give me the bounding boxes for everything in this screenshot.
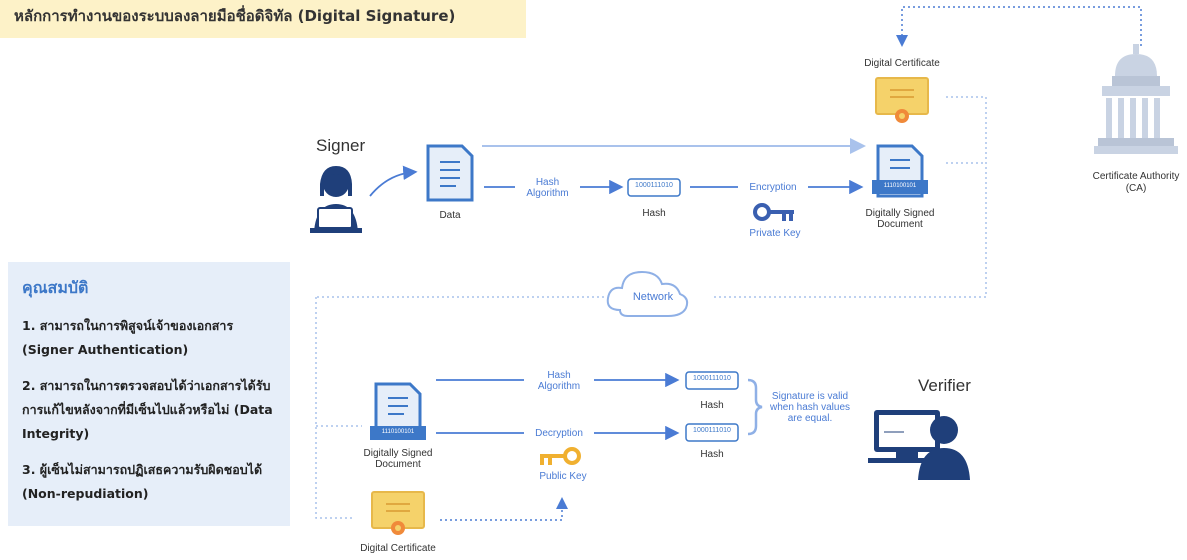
certificate-icon-top	[875, 77, 929, 123]
data-label: Data	[439, 210, 461, 221]
verifier-hash-label-1: Hash	[700, 400, 724, 411]
signer-label: Signer	[316, 136, 366, 155]
property-item-1: 1. สามารถในการพิสูจน์เจ้าของเอกสาร (Sign…	[22, 318, 234, 357]
signed-document-icon-top	[872, 144, 928, 198]
properties-heading: คุณสมบัติ	[22, 278, 89, 297]
private-key-label: Private Key	[749, 228, 801, 239]
signed-document-icon-bottom	[370, 382, 426, 440]
certificate-label-bottom: Digital Certificate	[360, 543, 436, 554]
page-title: หลักการทำงานของระบบลงลายมือชื่อดิจิทัล (…	[14, 7, 456, 25]
signer-hash-label: Hash	[642, 208, 666, 219]
properties-panel: คุณสมบัติ 1. สามารถในการพิสูจน์เจ้าของเอ…	[8, 262, 290, 526]
verifier-label: Verifier	[918, 376, 971, 395]
verifier-hash-label-2: Hash	[700, 449, 724, 460]
signature-valid-note: Signature is valid when hash values are …	[769, 391, 851, 424]
network-dotted-right	[712, 97, 987, 298]
signed-doc-code-top: 1110100101	[883, 183, 917, 189]
signed-doc-code-bottom: 1110100101	[381, 429, 415, 435]
ca-link-line	[896, 6, 1142, 47]
certificate-to-public-key-dotted	[440, 497, 568, 521]
signer-hash-algorithm-label: Hash Algorithm	[526, 177, 569, 199]
title-banner: หลักการทำงานของระบบลงลายมือชื่อดิจิทัล (…	[0, 0, 526, 38]
verifier-hash-box-2	[685, 423, 739, 442]
verifier-hash-box-1	[685, 371, 739, 390]
certificate-icon-bottom	[371, 491, 425, 535]
network-dotted-down	[315, 297, 352, 519]
signer-hash-value: 1000111010	[635, 182, 673, 189]
network-cloud-icon	[606, 270, 689, 317]
verifier-hash-algorithm-label: Hash Algorithm	[537, 370, 581, 392]
encryption-label: Encryption	[749, 182, 797, 193]
signed-doc-label-bottom: Digitally Signed Document	[363, 448, 433, 470]
signer-person-icon	[310, 166, 362, 233]
signer-hash-box	[627, 178, 681, 197]
signed-doc-label-top: Digitally Signed Document	[865, 208, 935, 230]
decryption-label: Decryption	[535, 428, 583, 439]
network-label: Network	[632, 291, 674, 303]
data-document-icon	[426, 144, 474, 202]
public-key-icon	[540, 447, 581, 465]
private-key-icon	[753, 203, 794, 221]
certificate-label-top: Digital Certificate	[864, 58, 940, 69]
verifier-hash-value-2: 1000111010	[693, 427, 731, 434]
property-item-2: 2. สามารถในการตรวจสอบได้ว่าเอกสารได้รับก…	[22, 378, 273, 441]
verifier-hash-value-1: 1000111010	[693, 375, 731, 382]
verifier-person-icon	[868, 410, 970, 480]
public-key-label: Public Key	[539, 471, 587, 482]
property-item-3: 3. ผู้เซ็นไม่สามารถปฏิเสธความรับผิดชอบได…	[22, 462, 263, 501]
certificate-authority-label: Certificate Authority (CA)	[1092, 171, 1180, 194]
signer-to-data-arrow	[369, 165, 418, 197]
comparison-brace	[747, 378, 763, 436]
certificate-authority-building-icon	[1094, 44, 1178, 154]
